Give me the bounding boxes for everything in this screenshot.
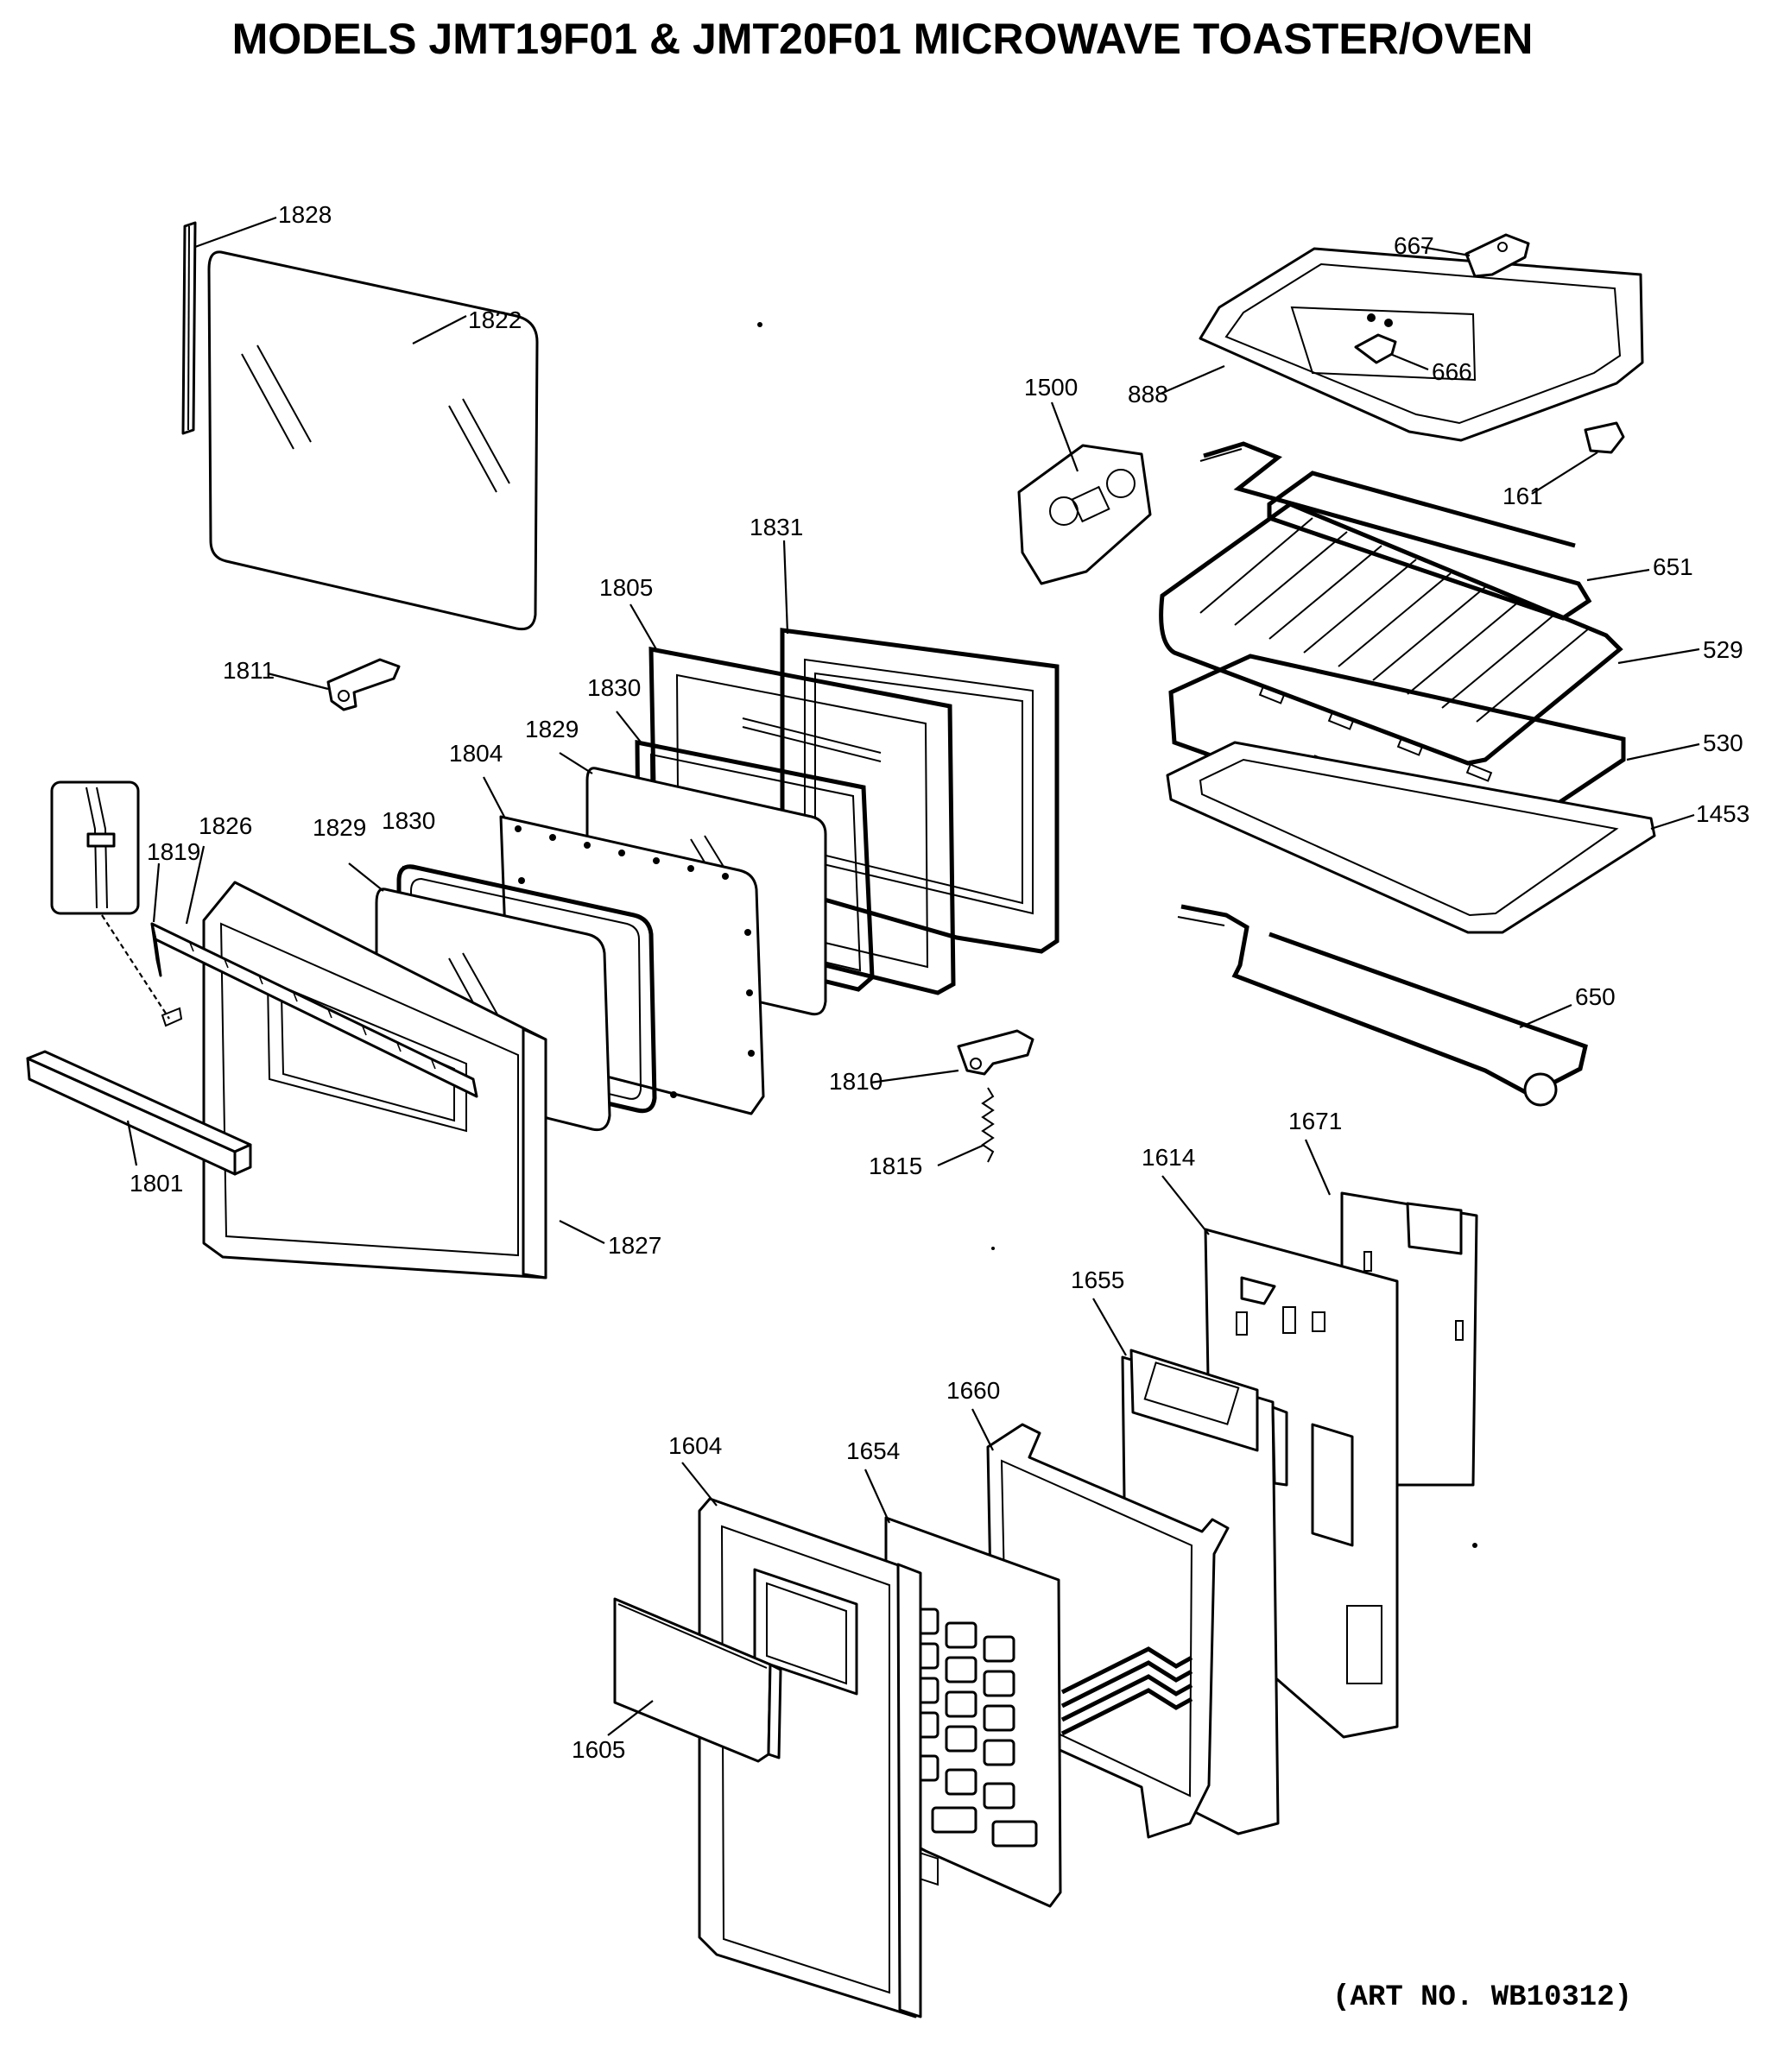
callout-1614: 1614 (1142, 1144, 1195, 1171)
keypad-keys (907, 1608, 1038, 1848)
callout-1819: 1819 (147, 838, 200, 865)
callout-labels: 1828 1822 667 666 888 161 1500 651 529 5… (130, 201, 1749, 1763)
callout-1654: 1654 (846, 1437, 900, 1464)
print-specks (757, 322, 1477, 1548)
callout-1500: 1500 (1024, 374, 1078, 401)
callout-1811: 1811 (223, 657, 275, 684)
callout-1605: 1605 (572, 1736, 625, 1763)
callout-1830-inner: 1830 (587, 674, 641, 701)
callout-1827: 1827 (608, 1232, 661, 1259)
callout-1453: 1453 (1696, 800, 1749, 827)
callout-1671: 1671 (1288, 1108, 1342, 1134)
callout-667: 667 (1394, 232, 1434, 259)
callout-161: 161 (1502, 483, 1543, 509)
part-1828-strip (181, 221, 197, 435)
part-1605-door (613, 1597, 782, 1763)
part-1815-spring (981, 1087, 995, 1163)
part-1827-door-body (202, 881, 547, 1279)
callout-1604: 1604 (668, 1432, 722, 1459)
callout-1826: 1826 (199, 812, 252, 839)
part-1810-hinge (957, 1029, 1034, 1076)
diagram-title: MODELS JMT19F01 & JMT20F01 MICROWAVE TOA… (232, 15, 1534, 63)
part-1604-housing (698, 1497, 922, 2018)
callout-1801: 1801 (130, 1170, 183, 1197)
callout-1831: 1831 (750, 514, 803, 540)
part-1801-trim (26, 1050, 252, 1176)
callout-1660: 1660 (946, 1377, 1000, 1404)
callout-666: 666 (1432, 358, 1472, 385)
callout-1805: 1805 (599, 574, 653, 601)
part-666-bracket (1354, 333, 1397, 364)
callout-888: 888 (1128, 381, 1168, 407)
callout-1655: 1655 (1071, 1267, 1124, 1293)
art-number: (ART NO. WB10312) (1332, 1981, 1632, 2014)
leader-lines (126, 216, 1700, 1736)
callout-529: 529 (1703, 636, 1743, 663)
part-651-upper-element (1199, 441, 1592, 621)
callout-650: 650 (1575, 983, 1616, 1010)
callout-1815: 1815 (869, 1153, 922, 1179)
part-529-rack (1159, 502, 1623, 766)
callout-1804: 1804 (449, 740, 503, 767)
part-667-bracket (1465, 233, 1530, 278)
callout-1822: 1822 (468, 306, 522, 333)
part-1826-strip (150, 922, 478, 1098)
part-1654-keypad (884, 1516, 1062, 1908)
part-1830-gasket-outer (396, 864, 657, 1114)
part-650-lower-element (1177, 904, 1588, 1107)
part-1500-bracket (1017, 444, 1152, 585)
part-1453-tray (1166, 741, 1656, 934)
callout-1829-outer: 1829 (313, 814, 366, 841)
part-888-cover (1199, 247, 1644, 442)
part-161-clip (1584, 421, 1625, 454)
callout-1829-inner: 1829 (525, 716, 579, 742)
callout-651: 651 (1653, 553, 1693, 580)
callout-530: 530 (1703, 730, 1743, 756)
part-1819-detail-inset (50, 780, 183, 1027)
part-1822-glass (207, 250, 539, 631)
callout-1810: 1810 (829, 1068, 882, 1095)
callout-1828: 1828 (278, 201, 332, 228)
callout-1830-outer: 1830 (382, 807, 435, 834)
part-1811-latch (326, 658, 401, 711)
